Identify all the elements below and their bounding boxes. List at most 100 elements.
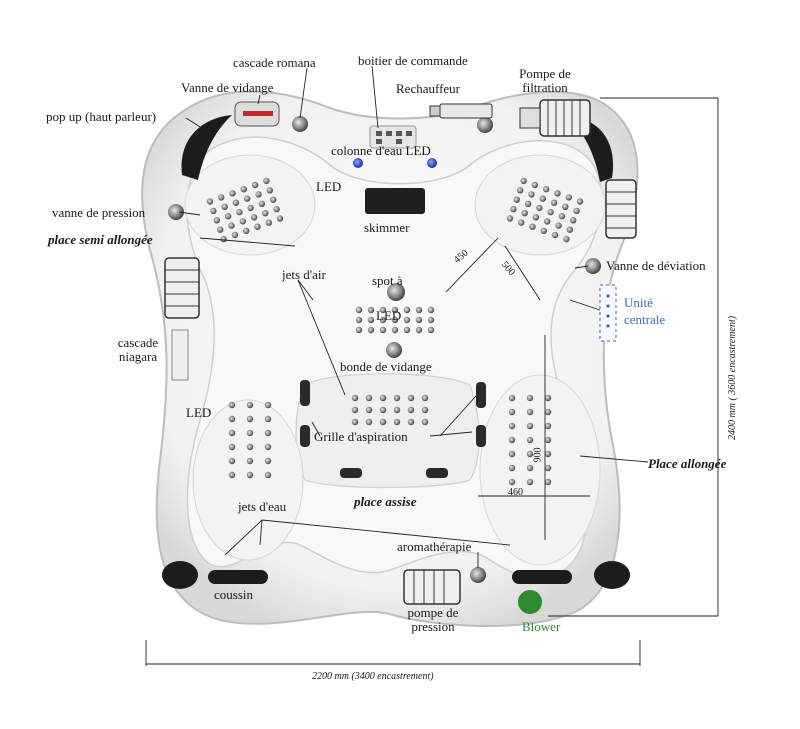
jet — [231, 231, 239, 239]
label-pompe-filtration-2: filtration — [522, 80, 568, 95]
pillow-top-right — [566, 115, 614, 182]
grille-1 — [300, 380, 310, 406]
blower-icon — [518, 590, 542, 614]
jet — [526, 394, 534, 402]
label-vanne-pression: vanne de pression — [52, 205, 146, 220]
jet — [355, 316, 363, 324]
pompe-pression — [403, 569, 461, 605]
jet — [555, 222, 562, 229]
jet — [228, 222, 235, 229]
label-place-assise: place assise — [354, 494, 417, 509]
label-cascade-romana: cascade romana — [233, 55, 316, 70]
jet — [427, 316, 435, 324]
label-rechauffeur: Rechauffeur — [396, 81, 461, 96]
jet — [270, 196, 277, 203]
pompe-right — [605, 179, 637, 239]
jet — [544, 394, 552, 402]
jet — [526, 450, 534, 458]
jet — [508, 478, 516, 486]
jet — [544, 408, 552, 416]
jet — [415, 306, 423, 314]
jet — [529, 223, 536, 230]
label-colonne-eau: colonne d'eau LED — [331, 143, 431, 158]
jet — [276, 215, 284, 222]
jet — [273, 205, 280, 213]
jet — [246, 429, 254, 437]
jet — [246, 401, 254, 409]
jet — [365, 394, 373, 402]
jet — [266, 187, 273, 194]
label-jets-eau: jets d'eau — [238, 499, 287, 514]
jet — [528, 191, 535, 198]
jet — [558, 213, 566, 220]
label-bonde-vidange: bonde de vidange — [340, 359, 432, 374]
jet — [550, 199, 558, 206]
jet — [228, 471, 236, 479]
jet — [544, 450, 552, 458]
jet — [544, 464, 552, 472]
coussin-right — [512, 570, 572, 584]
jet — [228, 443, 236, 451]
jet — [263, 177, 270, 185]
grille-4 — [476, 425, 486, 447]
jet — [243, 227, 250, 234]
jet — [566, 226, 573, 233]
jet — [393, 394, 401, 402]
vanne-deviation-valve — [585, 258, 601, 274]
jet — [264, 471, 272, 479]
jet — [508, 464, 516, 472]
label-led-top: LED — [316, 179, 342, 194]
jet — [379, 418, 387, 426]
jet — [229, 190, 236, 197]
jet — [508, 450, 516, 458]
jet — [551, 231, 559, 239]
jet — [264, 443, 272, 451]
label-pompe-pression-2: pression — [411, 619, 455, 634]
central-unit — [599, 284, 617, 342]
vanne-pression-valve — [168, 204, 184, 220]
jet — [573, 207, 580, 215]
jet — [240, 186, 247, 193]
jet — [264, 429, 272, 437]
jet — [547, 208, 554, 216]
jet — [427, 326, 435, 334]
jet — [510, 205, 517, 213]
jet — [391, 306, 399, 314]
jet — [544, 422, 552, 430]
jet — [415, 326, 423, 334]
jet — [544, 478, 552, 486]
jet — [218, 194, 225, 201]
grille-3 — [476, 382, 486, 408]
label-jets-air: jets d'air — [282, 267, 326, 282]
jet — [563, 235, 570, 243]
jet — [407, 418, 415, 426]
jet — [427, 306, 435, 314]
jet — [407, 394, 415, 402]
led-column-left — [353, 158, 363, 168]
jet — [232, 199, 240, 206]
jet — [518, 219, 525, 226]
cascade-romana-fixture — [292, 116, 308, 132]
jet — [355, 326, 363, 334]
label-led-spot: LED — [376, 308, 402, 323]
jet — [379, 306, 387, 314]
rechauffeur-port — [477, 117, 493, 133]
jets-group — [206, 177, 584, 486]
jet — [526, 408, 534, 416]
seat-left — [192, 399, 304, 561]
jet — [367, 316, 375, 324]
label-coussin: coussin — [214, 587, 253, 602]
pillow-bottom-left — [162, 561, 198, 589]
label-place-semi-allongee: place semi allongée — [48, 232, 153, 247]
dim-460: 460 — [508, 487, 523, 498]
jet — [421, 418, 429, 426]
grille-6 — [426, 468, 448, 478]
rechauffeur-unit — [429, 103, 493, 119]
jet — [365, 406, 373, 414]
jet — [379, 406, 387, 414]
label-pompe-pression-1: pompe de — [407, 605, 459, 620]
label-vanne-deviation: Vanne de déviation — [606, 258, 706, 273]
jet — [526, 478, 534, 486]
